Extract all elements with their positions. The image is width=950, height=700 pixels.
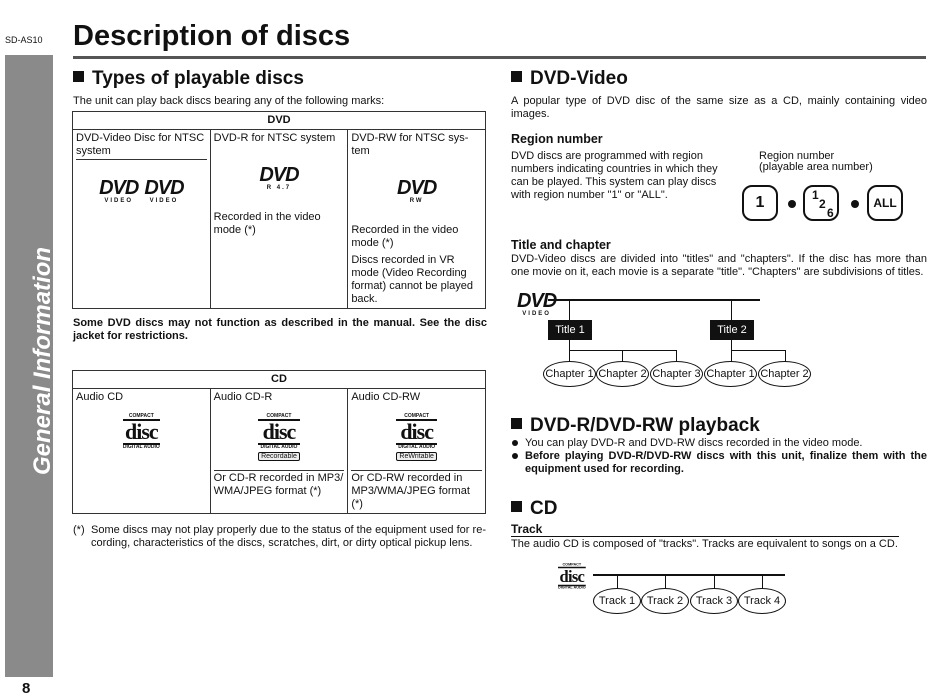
track-node: Track 2 xyxy=(641,588,689,614)
region-caption-2: (playable area number) xyxy=(759,161,873,173)
audio-cd-r-label: Audio CD-R xyxy=(213,391,273,403)
track-text: The audio CD is composed of "tracks". Tr… xyxy=(511,538,898,550)
footnote: Some discs may not play properly due to … xyxy=(91,524,486,549)
audio-cd-rw-note: Or CD-RW recorded in MP3/WMA/JPEG format… xyxy=(351,470,482,511)
footnote-mark: (*) xyxy=(73,524,85,536)
dvdr-bullet-2: Before playing DVD-R/DVD-RW discs with t… xyxy=(512,450,927,476)
track-root-line xyxy=(593,574,785,576)
dvd-rw-note-1: Recorded in the video mode (*) xyxy=(351,224,459,249)
region-1-globe-icon: 1 xyxy=(742,185,778,221)
title-chapter-text: DVD-Video discs are divided into "titles… xyxy=(511,253,927,278)
square-bullet-icon xyxy=(511,501,522,512)
dvd-r-label: DVD-R for NTSC system xyxy=(213,132,336,144)
types-intro: The unit can play back discs bearing any… xyxy=(73,95,385,107)
audio-cd-rw-label: Audio CD-RW xyxy=(351,391,421,403)
diagram-connector xyxy=(731,340,732,350)
square-bullet-icon xyxy=(73,71,84,82)
title-chapter-heading: Title and chapter xyxy=(511,238,611,252)
track-node: Track 3 xyxy=(690,588,738,614)
region-126-globe-icon: 1 2 6 xyxy=(803,185,839,221)
track-connector xyxy=(665,574,666,588)
types-heading: Types of playable discs xyxy=(73,68,304,90)
diagram-connector xyxy=(676,350,677,362)
page-number: 8 xyxy=(22,680,31,697)
bullet-dot-icon xyxy=(512,453,518,459)
region-heading: Region number xyxy=(511,132,603,146)
diagram-connector xyxy=(785,350,786,362)
dvdr-bullet-1: You can play DVD-R and DVD-RW discs reco… xyxy=(512,437,927,450)
diagram-root-line xyxy=(548,299,760,301)
title-2-box: Title 2 xyxy=(710,320,754,340)
diagram-connector xyxy=(731,350,732,362)
track-node: Track 1 xyxy=(593,588,641,614)
dvd-video-label: DVD-Video Disc for NTSC system xyxy=(76,132,207,160)
title-rule xyxy=(73,56,926,59)
dvd-rw-label: DVD-RW for NTSC sys-tem xyxy=(351,132,469,157)
sidebar-main-label: General Information xyxy=(29,246,56,475)
diagram-connector xyxy=(622,350,623,362)
title-1-box: Title 1 xyxy=(548,320,592,340)
square-bullet-icon xyxy=(511,418,522,429)
separator-dot xyxy=(851,200,859,208)
track-connector xyxy=(762,574,763,588)
dvd-video-heading: DVD-Video xyxy=(511,68,628,90)
sidebar-band xyxy=(5,55,53,677)
dvd-table-header: DVD xyxy=(72,111,486,130)
dvd-note: Some DVD discs may not function as descr… xyxy=(73,317,487,342)
track-connector xyxy=(617,574,618,588)
dvd-r-note: Recorded in the video mode (*) xyxy=(213,211,321,236)
chapter-node: Chapter 1 xyxy=(543,361,596,387)
track-heading: Track xyxy=(511,522,899,537)
model-number: SD-AS10 xyxy=(5,35,43,45)
chapter-node: Chapter 1 xyxy=(704,361,757,387)
bullet-dot-icon xyxy=(512,440,518,446)
region-text: DVD discs are programmed with region num… xyxy=(511,150,718,201)
cd-table-header: CD xyxy=(72,370,486,389)
sidebar-label: General Information - Description of dis… xyxy=(29,247,74,475)
diagram-branch-line xyxy=(569,350,677,351)
audio-cd-r-note: Or CD-R recorded in MP3/ WMA/JPEG format… xyxy=(213,470,345,497)
diagram-connector xyxy=(569,350,570,362)
page-title: Description of discs xyxy=(73,20,351,52)
diagram-connector xyxy=(569,340,570,350)
diagram-connector xyxy=(731,299,732,320)
chapter-node: Chapter 2 xyxy=(758,361,811,387)
track-node: Track 4 xyxy=(738,588,786,614)
diagram-branch-line xyxy=(731,350,786,351)
dvdr-heading: DVD-R/DVD-RW playback xyxy=(511,415,760,437)
audio-cd-label: Audio CD xyxy=(76,391,124,403)
diagram-connector xyxy=(569,299,570,320)
dvd-rw-note-2: Discs recorded in VR mode (Video Recordi… xyxy=(351,254,473,305)
square-bullet-icon xyxy=(511,71,522,82)
chapter-node: Chapter 2 xyxy=(596,361,649,387)
chapter-node: Chapter 3 xyxy=(650,361,703,387)
region-all-globe-icon: ALL xyxy=(867,185,903,221)
separator-dot xyxy=(788,200,796,208)
track-connector xyxy=(714,574,715,588)
region-caption-1: Region number xyxy=(759,150,835,162)
dvd-video-text: A popular type of DVD disc of the same s… xyxy=(511,95,927,120)
cd-heading: CD xyxy=(511,498,557,520)
